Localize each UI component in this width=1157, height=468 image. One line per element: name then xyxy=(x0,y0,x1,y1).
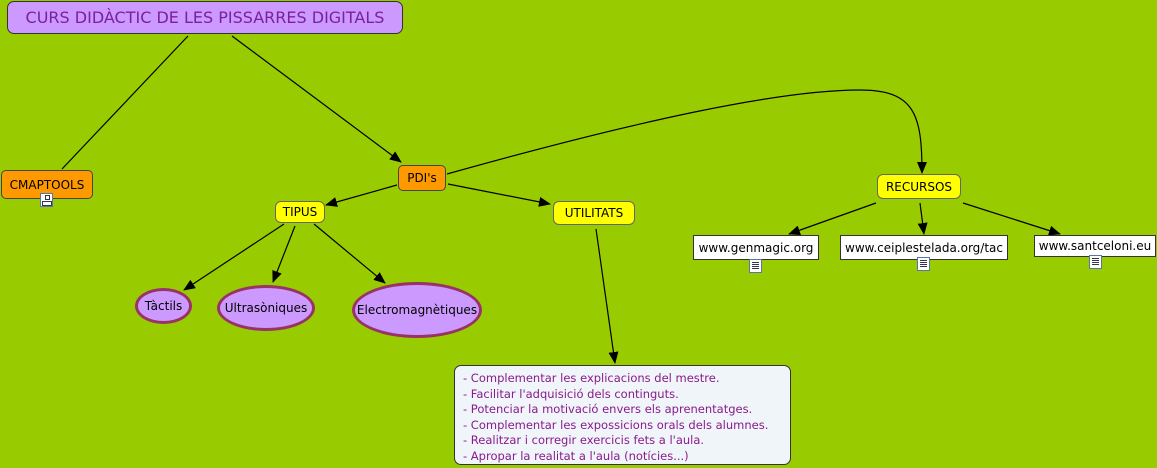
list-item: - Realitzar i corregir exercicis fets a … xyxy=(463,433,705,448)
arrow-title-pdis xyxy=(231,35,402,163)
node-electromagnetiques[interactable]: Electromagnètiques xyxy=(352,282,482,338)
node-ultrasoniques[interactable]: Ultrasòniques xyxy=(217,285,315,331)
web-document-icon[interactable] xyxy=(917,257,930,271)
node-recursos[interactable]: RECURSOS xyxy=(877,174,961,199)
arrow-utilitats-list xyxy=(595,228,619,364)
utilitats-list-box: - Complementar les explicacions del mest… xyxy=(454,365,791,465)
node-tactils[interactable]: Tàctils xyxy=(135,288,192,324)
node-utilitats[interactable]: UTILITATS xyxy=(553,201,635,225)
arrow-tipus-ultrasoniques xyxy=(272,225,296,283)
list-item: - Potenciar la motivació envers els apre… xyxy=(463,402,753,417)
list-item: - Complementar les explicacions del mest… xyxy=(463,371,720,385)
line-title-cmaptools xyxy=(61,35,189,170)
web-document-icon[interactable] xyxy=(1089,255,1102,269)
link-genmagic[interactable]: www.genmagic.org xyxy=(693,235,819,260)
arrow-recursos-ceiplestelada xyxy=(917,202,928,235)
list-item: - Apropar la realitat a l'aula (notícies… xyxy=(463,448,689,463)
arrow-tipus-tactils xyxy=(183,223,285,291)
arrow-tipus-electromagnetiques xyxy=(313,223,386,284)
arrow-pdis-recursos xyxy=(446,89,927,175)
web-document-icon[interactable] xyxy=(749,259,762,273)
map-title: CURS DIDÀCTIC DE LES PISSARRES DIGITALS xyxy=(7,1,403,34)
link-santceloni[interactable]: www.santceloni.eu xyxy=(1034,235,1156,257)
arrow-pdis-tipus xyxy=(325,184,398,207)
node-pdis[interactable]: PDI's xyxy=(398,165,446,191)
node-tipus[interactable]: TIPUS xyxy=(275,201,325,223)
arrow-recursos-santceloni xyxy=(962,202,1061,236)
arrow-recursos-genmagic xyxy=(788,202,877,236)
list-item: - Facilitar l'adquisició dels continguts… xyxy=(463,386,679,401)
list-item: - Complementar les expossicions orals de… xyxy=(463,417,769,432)
arrow-pdis-utilitats xyxy=(447,183,551,207)
concept-map-icon[interactable] xyxy=(40,193,53,207)
